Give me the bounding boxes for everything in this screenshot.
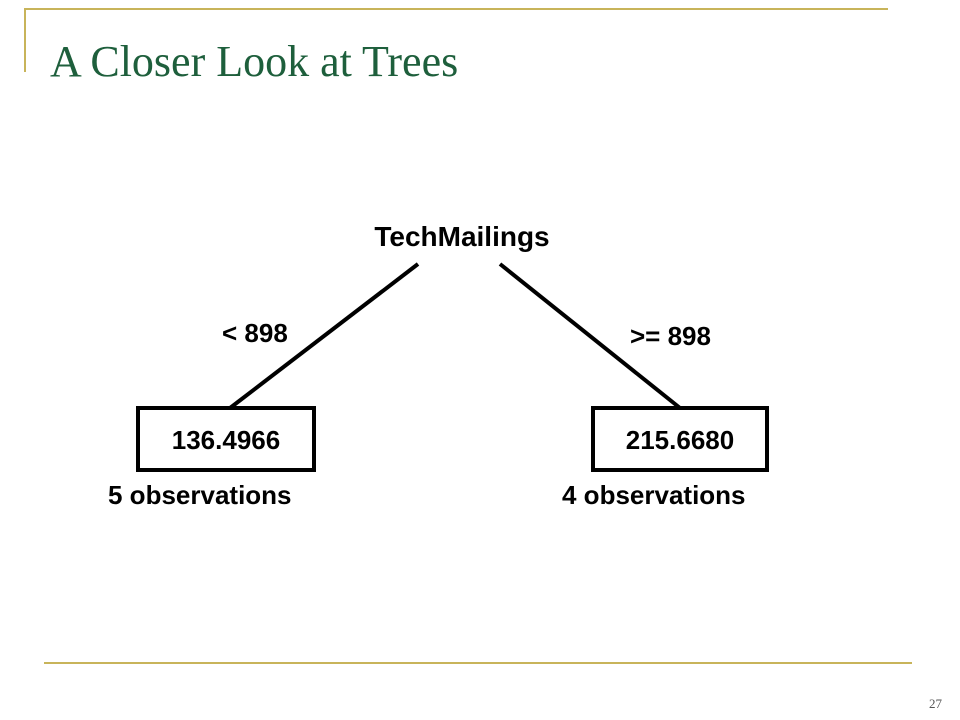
slide-title: A Closer Look at Trees [50,37,459,86]
tree-leaf-right-observations: 4 observations [562,480,746,510]
tree-leaf-right-value: 215.6680 [626,425,734,455]
page-number: 27 [929,696,942,711]
tree-leaf-left-box [136,406,316,472]
tree-root-label: TechMailings [374,221,549,252]
tree-edge-left [228,262,420,410]
bottom-rule [44,662,912,664]
tree-branch-right-condition: >= 898 [630,321,711,351]
tree-leaf-left-value: 136.4966 [172,425,280,455]
left-rule [24,8,26,72]
tree-edge-right [498,262,682,410]
tree-branch-left-condition: < 898 [222,318,288,348]
tree-leaf-left-observations: 5 observations [108,480,292,510]
tree-leaf-right-box [591,406,769,472]
top-rule [24,8,888,10]
